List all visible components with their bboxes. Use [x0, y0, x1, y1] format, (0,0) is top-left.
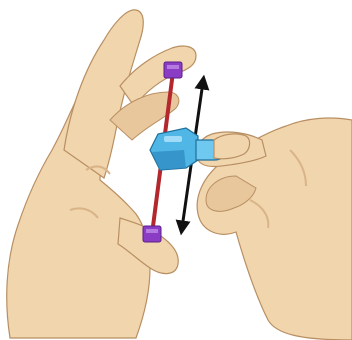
slider-highlight: [164, 136, 182, 142]
left-hand-icon: [7, 10, 196, 338]
rod-top-cap: [164, 62, 182, 78]
slider-shade: [152, 150, 186, 170]
rod-bottom-cap: [143, 226, 161, 242]
